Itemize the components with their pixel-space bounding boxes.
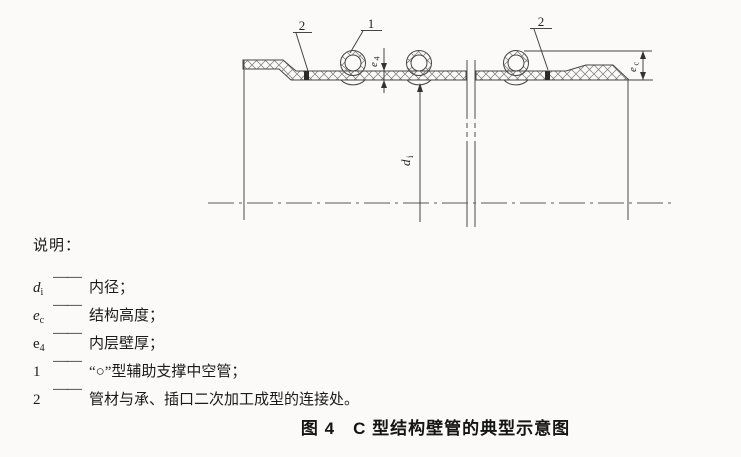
wall-saddle (339, 79, 367, 86)
dimension-inner-layer-thickness: e 4 (368, 48, 387, 93)
callout-joint-left: 2 (293, 18, 312, 80)
legend-dash: —— (53, 269, 82, 285)
legend-title: 说明： (33, 238, 82, 254)
legend-desc: 管材与承、插口二次加工成型的连接处。 (89, 392, 360, 408)
di-label: d (398, 159, 413, 166)
legend-symbol: 1 (33, 364, 41, 380)
legend-item-ec: ec —— 结构高度； (33, 291, 713, 326)
pipe-diagram-svg: d i e 4 (208, 14, 674, 227)
pipe-wall-left-section (242, 59, 467, 81)
legend-dash: —— (53, 297, 82, 313)
e4-label: e (368, 62, 380, 67)
legend-item-1: 1 —— “○”型辅助支撑中空管； (33, 347, 713, 380)
weld-mark (545, 71, 550, 80)
legend-symbol: e4 (33, 336, 45, 354)
di-label-subscript: i (405, 155, 415, 158)
weld-mark (304, 71, 309, 80)
hollow-support-tube (503, 50, 529, 76)
legend-desc: 内层壁厚； (89, 336, 165, 352)
arrowhead-up (417, 83, 423, 92)
callout-1: 1 (368, 16, 375, 31)
ec-label: e (627, 67, 639, 72)
legend-desc: 内径； (89, 280, 135, 296)
legend-dash: —— (53, 325, 82, 341)
legend-symbol: 2 (33, 392, 41, 408)
legend-desc: 结构高度； (89, 308, 165, 324)
pipe-diagram: d i e 4 (208, 14, 674, 227)
callout-joint-right: 2 (530, 14, 552, 80)
wall-saddle (502, 79, 530, 86)
dimension-inner-diameter: d i (398, 83, 423, 222)
legend-symbol: ec (33, 308, 45, 326)
ec-label-subscript: c (632, 62, 641, 66)
pipe-wall-right-section (475, 64, 631, 81)
wall-saddle (405, 79, 433, 86)
callout-2-left: 2 (299, 18, 306, 33)
legend-symbol: di (33, 280, 44, 298)
legend-item-e4: e4 —— 内层壁厚； (33, 319, 713, 354)
figure-caption: 图 4 C 型结构壁管的典型示意图 (300, 419, 571, 438)
arrowhead-up (381, 80, 387, 88)
legend-dash: —— (53, 381, 82, 397)
arrowhead-up (640, 51, 646, 59)
arrowhead-down (640, 72, 646, 80)
callout-hollow-tube: 1 (349, 16, 382, 54)
hollow-support-tube (406, 50, 432, 76)
legend-item-di: di —— 内径； (33, 263, 713, 298)
arrowhead-down (381, 63, 387, 71)
legend-desc: “○”型辅助支撑中空管； (89, 364, 247, 380)
legend: 说明： di —— 内径； ec —— 结构高度； e4 —— 内层壁厚； 1 —— “○”型辅… (33, 236, 713, 408)
e4-label-subscript: 4 (373, 57, 382, 61)
legend-item-2: 2 —— 管材与承、插口二次加工成型的连接处。 (33, 375, 713, 408)
callout-2-right: 2 (538, 14, 545, 29)
legend-dash: —— (53, 353, 82, 369)
dimension-structure-height: e c (524, 50, 653, 81)
hollow-support-tube (340, 50, 366, 76)
